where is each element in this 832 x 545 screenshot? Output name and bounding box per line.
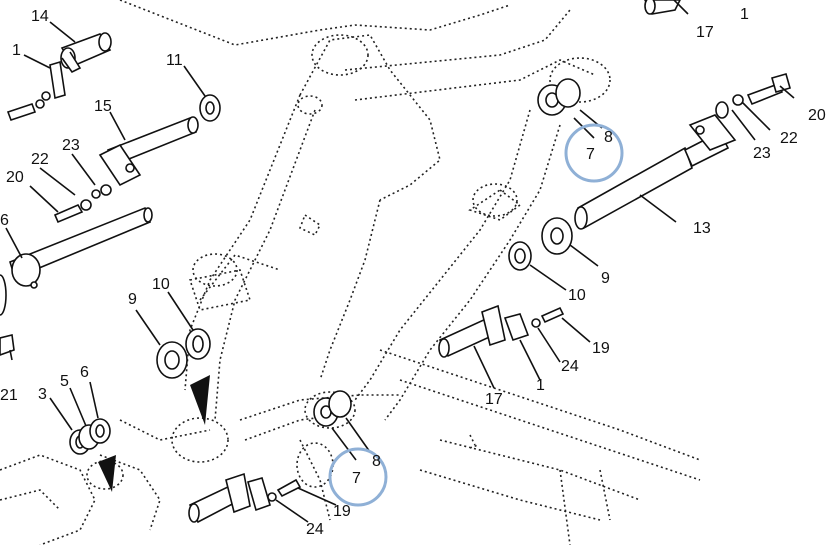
callout-9-mid: 9 (128, 291, 137, 308)
bolt-19-right (531, 306, 565, 328)
washer-9-right (541, 217, 573, 255)
lock-plate-1-bottom (247, 477, 271, 512)
callout-21: 21 (0, 387, 18, 404)
leader-lines (5, 0, 795, 523)
callout-10-right: 10 (568, 287, 586, 304)
washer-10-right (508, 241, 532, 271)
callout-7-top: 7 (586, 146, 595, 163)
callout-22-left: 22 (31, 151, 49, 168)
highlight-circle-top (564, 123, 624, 183)
pin-17-top (644, 0, 681, 15)
boom-frame (0, 0, 701, 545)
callout-8-bottom: 8 (372, 453, 381, 470)
callout-22-right: 22 (780, 130, 798, 147)
callout-23-right: 23 (753, 145, 771, 162)
callout-17-bottom: 17 (485, 391, 503, 408)
pin-14 (60, 32, 112, 74)
pin-6-left (0, 206, 153, 316)
wedge-left (98, 455, 116, 492)
callout-13: 13 (693, 220, 711, 237)
parts (0, 0, 791, 524)
washer-10-mid (185, 328, 211, 360)
callout-14: 14 (31, 8, 49, 25)
washers-3-5-6 (69, 418, 111, 455)
pin-17-bottom (438, 304, 506, 358)
washer-11 (199, 94, 221, 122)
wedge-mid (190, 375, 210, 425)
callout-1-top: 1 (12, 42, 21, 59)
bolt-21 (0, 334, 15, 356)
washer-9-mid (156, 341, 188, 379)
callout-11: 11 (166, 52, 183, 69)
callout-6-mid: 6 (80, 364, 89, 381)
callout-17-top: 17 (696, 24, 714, 41)
callout-10-mid: 10 (152, 276, 170, 293)
washer-8-top (555, 78, 581, 108)
callout-23-left: 23 (62, 137, 80, 154)
bolt-19-bottom (267, 478, 302, 502)
callout-1-topright: 1 (740, 6, 749, 23)
lock-plate-1 (49, 60, 66, 100)
pin-bottom (188, 472, 251, 524)
callout-3: 3 (38, 386, 47, 403)
pin-13 (574, 114, 737, 230)
callout-8-top: 8 (604, 129, 613, 146)
callout-19-bottom: 19 (333, 503, 351, 520)
highlight-circle-bottom (328, 447, 388, 507)
bolt-20-right (715, 73, 791, 119)
callout-5: 5 (60, 373, 69, 390)
callout-9-right: 9 (601, 270, 610, 287)
callout-6-left: 6 (0, 212, 9, 229)
bolt-left-top (6, 91, 51, 122)
lock-plate-1-right (503, 313, 530, 342)
bolt-20-left (53, 184, 112, 224)
callout-20-right: 20 (808, 107, 826, 124)
callout-1-bottom: 1 (536, 377, 545, 394)
callout-24-bottom: 24 (306, 521, 324, 538)
callout-20-left: 20 (6, 169, 24, 186)
callout-7-bottom: 7 (352, 470, 361, 487)
callout-15: 15 (94, 98, 112, 115)
callout-24-right: 24 (561, 358, 579, 375)
callout-19-right: 19 (592, 340, 610, 357)
pin-15 (98, 116, 199, 187)
washer-8-bottom (328, 390, 352, 418)
callout-labels: 14 1 11 15 23 22 20 6 9 10 21 3 5 6 17 1… (0, 6, 826, 538)
